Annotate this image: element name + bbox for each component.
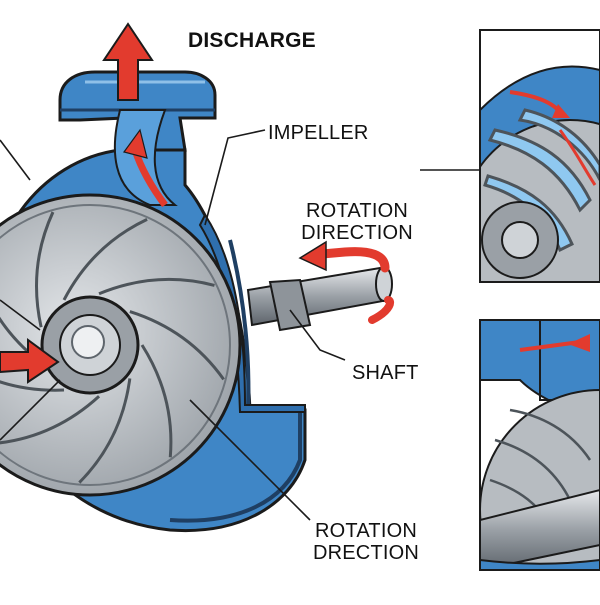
impeller-vane [62,218,148,301]
leader-lines [0,129,480,521]
label-rotation-direction-bottom: ROTATION DRECTION [310,520,422,564]
impeller-vane [129,310,225,381]
inset-bottom [480,320,600,570]
impeller-vane [78,378,132,484]
impeller-vane [98,277,215,296]
label-rotation-direction-top: ROTATION DIRECTION [300,200,414,244]
impeller-vane [140,344,173,458]
impeller [0,193,242,497]
rotation-arrow-top [298,240,394,324]
label-rotation-top-line2: DIRECTION [301,222,413,244]
impeller-vane [0,380,65,392]
inset-top-frame [479,29,600,283]
impeller-vane [35,211,55,328]
label-discharge: DISCHARGE [188,29,316,52]
flow-arrows [0,22,168,384]
inset-top [480,30,600,282]
impeller-vane [0,395,101,445]
label-rotation-bottom-line1: ROTATION [315,520,417,542]
inset-bottom-frame [479,319,600,571]
shaft [246,266,393,332]
label-impeller: IMPELLER [268,122,369,144]
label-shaft: SHAFT [352,362,419,384]
label-rotation-bottom-line2: DRECTION [312,542,420,564]
label-rotation-top-line1: ROTATION [306,200,408,222]
